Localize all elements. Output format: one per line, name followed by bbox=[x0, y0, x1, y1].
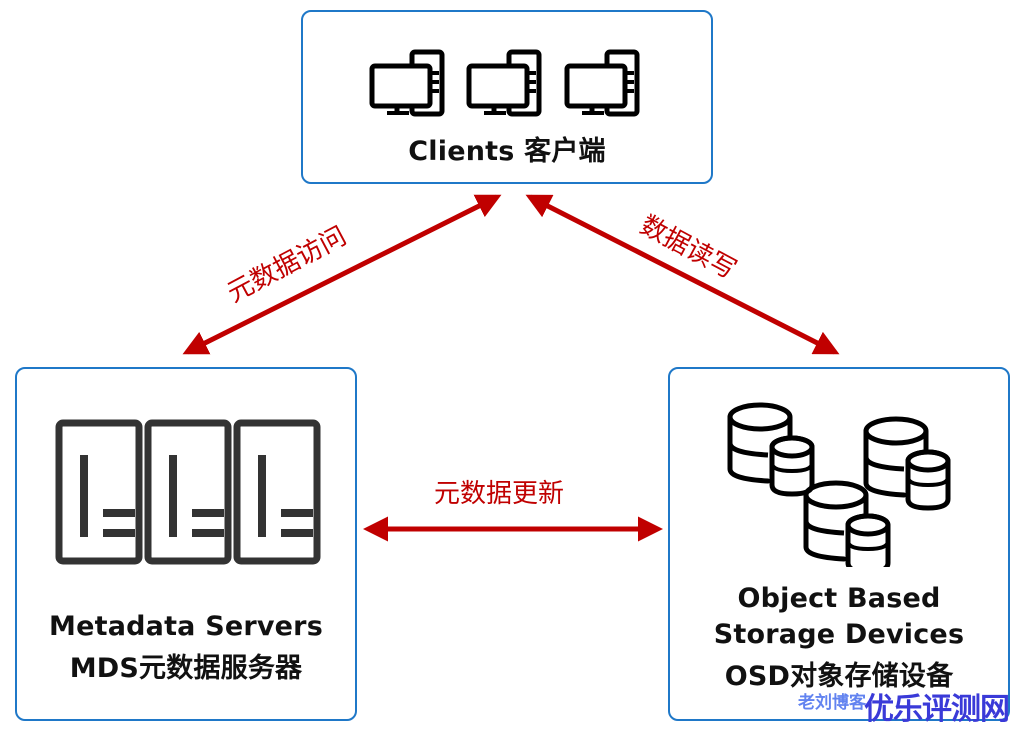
clients-icon-group bbox=[369, 49, 640, 117]
edge-label-metadata-update: 元数据更新 bbox=[434, 479, 565, 509]
mds-label-chinese: MDS元数据服务器 bbox=[69, 653, 303, 684]
arrow-clients-mds bbox=[182, 194, 502, 355]
osd-label-line2: Storage Devices bbox=[713, 619, 965, 650]
watermark-primary: 优乐评测网 bbox=[864, 692, 1010, 727]
metadata-servers-node: Metadata Servers MDS元数据服务器 bbox=[15, 367, 357, 721]
desktop-computer-icon bbox=[564, 49, 640, 117]
database-cylinder-icon bbox=[803, 480, 891, 567]
server-rack-icon bbox=[55, 419, 143, 565]
osd-label-chinese: OSD对象存储设备 bbox=[724, 661, 954, 692]
object-storage-devices-node: Object Based Storage Devices OSD对象存储设备 bbox=[668, 367, 1010, 721]
clients-label: Clients 客户端 bbox=[408, 136, 606, 167]
desktop-computer-icon bbox=[466, 49, 542, 117]
arrow-clients-osd bbox=[525, 194, 840, 355]
osd-label-line1: Object Based bbox=[737, 583, 941, 614]
server-rack-icon bbox=[144, 419, 232, 565]
database-cylinder-icon bbox=[863, 416, 951, 511]
desktop-computer-icon bbox=[369, 49, 445, 117]
server-rack-icon bbox=[233, 419, 321, 565]
database-cylinder-icon bbox=[727, 402, 815, 497]
clients-node: Clients 客户端 bbox=[301, 10, 713, 184]
mds-label-english: Metadata Servers bbox=[49, 611, 323, 642]
osd-icon-group bbox=[727, 402, 951, 567]
watermark-secondary: 老刘博客 bbox=[798, 693, 866, 713]
mds-icon-group bbox=[55, 419, 321, 565]
